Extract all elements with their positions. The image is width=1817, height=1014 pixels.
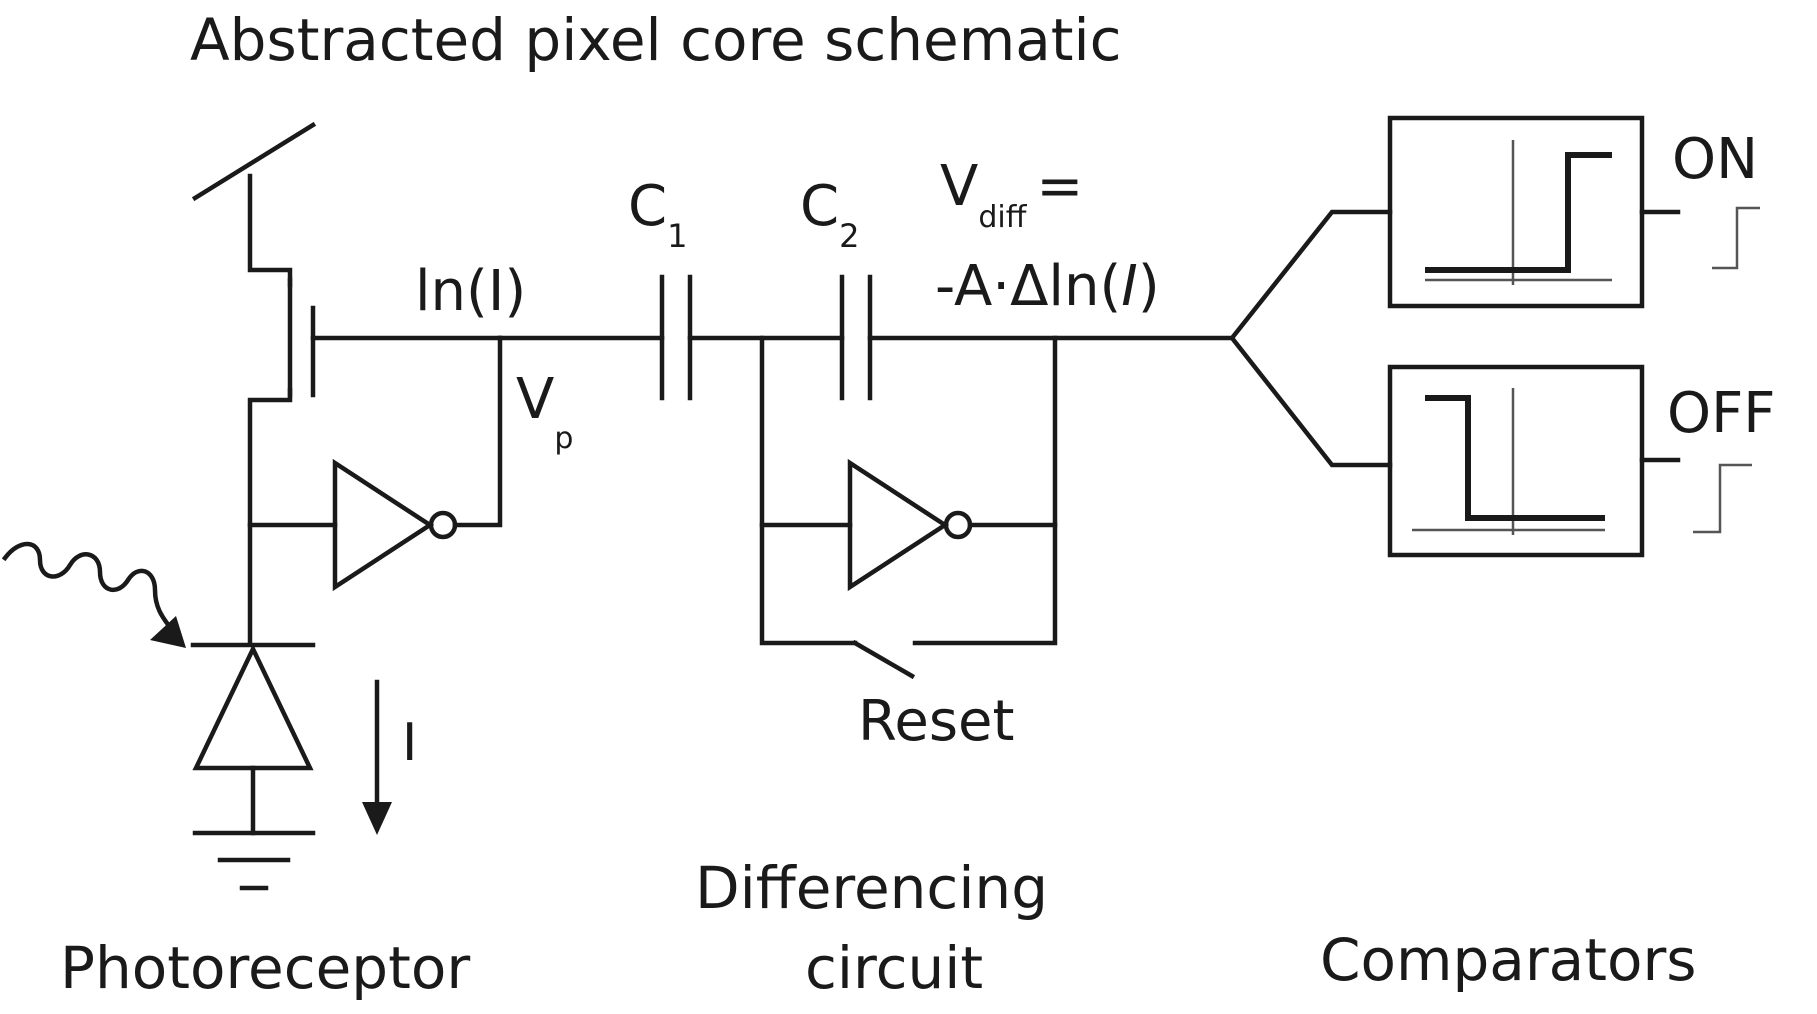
- inverter-2-bubble: [943, 510, 973, 540]
- photon-arrowhead: [150, 616, 186, 648]
- vdiff-label: Vdiff =: [940, 154, 1083, 235]
- c1-label-main: C: [628, 174, 667, 239]
- transistor-source-wire: [247, 387, 293, 645]
- vp-feedback-wire: [452, 335, 503, 528]
- comparators: ON OFF: [1228, 115, 1776, 558]
- current-arrow-icon: [362, 679, 392, 835]
- vdiff-formula-b: ): [1138, 254, 1160, 319]
- inverter-1-bubble: [428, 510, 458, 540]
- differencing-section-label-line1: Differencing: [695, 854, 1048, 922]
- photoreceptor-circuit: I ln(I) Vp: [1, 121, 573, 891]
- vdiff-formula-a: -A·Δln(: [935, 254, 1121, 319]
- ground-icon: [192, 830, 316, 891]
- off-step-icon: [1412, 388, 1605, 535]
- vdiff-formula-i: I: [1121, 254, 1138, 319]
- fork-on-wire: [1228, 209, 1393, 342]
- vp-label: Vp: [516, 367, 573, 456]
- off-label: OFF: [1667, 381, 1776, 446]
- differencing-circuit: Reset C1 C2 Vdiff= -A·Δln(I): [497, 154, 1235, 754]
- diff-right-rail: [912, 335, 1058, 646]
- off-pulse-icon: [1693, 463, 1752, 534]
- on-step-icon: [1425, 140, 1612, 285]
- differencing-section-label-line2: circuit: [805, 934, 983, 1002]
- vdiff-label-sub: diff: [978, 200, 1027, 235]
- c1-label-sub: 1: [667, 217, 687, 255]
- vdiff-label-main: V: [940, 154, 978, 219]
- transistor-drain-wire: [247, 173, 293, 288]
- supply-rail: [191, 121, 317, 202]
- c2-label: C2: [800, 174, 859, 255]
- c2-label-sub: 2: [839, 217, 859, 255]
- fork-off-wire: [1228, 334, 1393, 468]
- vdiff-formula: -A·Δln(I): [935, 254, 1160, 319]
- c2-label-main: C: [800, 174, 839, 239]
- on-pulse-icon: [1712, 206, 1760, 270]
- current-label: I: [402, 713, 417, 773]
- vdiff-label-eq: =: [1036, 154, 1083, 219]
- on-comparator-box: [1387, 115, 1645, 309]
- photoreceptor-section-label: Photoreceptor: [60, 934, 470, 1002]
- vp-label-main: V: [516, 367, 554, 432]
- c1-label: C1: [628, 174, 687, 255]
- diagram-title: Abstracted pixel core schematic: [190, 6, 1122, 74]
- ln-i-label: ln(I): [415, 259, 526, 324]
- on-label: ON: [1672, 127, 1758, 192]
- comparators-section-label: Comparators: [1320, 926, 1697, 994]
- reset-label: Reset: [858, 689, 1014, 754]
- reset-switch: [851, 639, 916, 680]
- light-wave-arrow-icon: [1, 541, 186, 648]
- diff-left-rail: [759, 335, 858, 646]
- inverter-2: [847, 458, 950, 592]
- photodiode-icon: [190, 642, 316, 836]
- inverter-1: [332, 458, 435, 592]
- vp-label-sub: p: [554, 421, 573, 456]
